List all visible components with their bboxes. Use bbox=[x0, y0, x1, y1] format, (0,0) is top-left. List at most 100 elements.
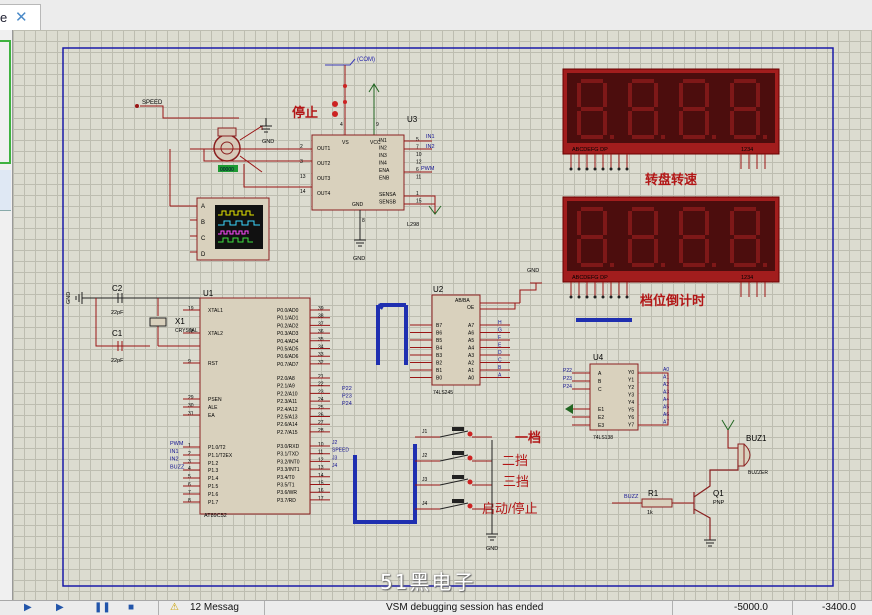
u1-pin-label: P0.6/AD6 bbox=[277, 354, 299, 360]
u1-pin-number: 35 bbox=[318, 337, 324, 343]
u1-pin-number: 27 bbox=[318, 420, 324, 426]
u1-pin-label: P2.1/A9 bbox=[277, 384, 295, 390]
step-icon[interactable]: ▶ bbox=[56, 602, 64, 613]
sheet-border bbox=[62, 47, 834, 587]
u2-part: 74LS245 bbox=[433, 390, 453, 396]
switch-lever bbox=[439, 478, 469, 486]
l298-ref: U3 bbox=[407, 115, 418, 124]
gear-label-3: 三挡 bbox=[503, 474, 529, 489]
u1-pin-number: 37 bbox=[318, 321, 324, 327]
seg bbox=[730, 83, 734, 107]
u4-pin-label: B bbox=[598, 379, 602, 385]
l298-vs: VS bbox=[342, 140, 349, 146]
l298-chip[interactable] bbox=[311, 134, 405, 211]
seg bbox=[756, 239, 760, 263]
u2-pin-label: A7 bbox=[468, 323, 474, 329]
u1-pin-label: P3.0/RXD bbox=[277, 444, 300, 450]
seg bbox=[683, 79, 705, 83]
u1-pin-label: P3.2/INT0 bbox=[277, 459, 300, 465]
gear-label-2: 二挡 bbox=[502, 453, 528, 468]
r1-resistor[interactable] bbox=[641, 498, 673, 508]
u1-p2-net: P24 bbox=[342, 401, 352, 407]
seg-dp bbox=[763, 135, 767, 139]
seg bbox=[628, 239, 632, 263]
u2-pin-label: A3 bbox=[468, 353, 474, 359]
switch-cap[interactable] bbox=[452, 451, 464, 455]
u2-chip[interactable] bbox=[431, 294, 481, 386]
u1-p3-net: J3 bbox=[332, 455, 338, 461]
motor-icon[interactable]: 00000 bbox=[213, 127, 241, 173]
device-list[interactable] bbox=[0, 170, 11, 211]
gnd-label-u2: GND bbox=[527, 268, 539, 274]
u4-part: 74LS138 bbox=[593, 435, 613, 441]
u1-p3-net: J2 bbox=[332, 440, 338, 446]
u2-pin-label: B3 bbox=[436, 353, 442, 359]
switch-cap[interactable] bbox=[452, 499, 464, 503]
l298-pin-label: ENA bbox=[379, 168, 390, 174]
buz1-ref: BUZ1 bbox=[746, 434, 767, 443]
schematic-tab[interactable]: e ✕ bbox=[0, 4, 41, 31]
gear-label-1: 一档 bbox=[515, 430, 541, 445]
play-icon[interactable]: ▶ bbox=[24, 602, 32, 613]
svg-text:CRYSTAL: CRYSTAL bbox=[175, 328, 198, 334]
close-icon[interactable]: ✕ bbox=[15, 9, 28, 26]
switch-ref: J2 bbox=[422, 453, 428, 459]
left-panel bbox=[0, 30, 13, 600]
seg bbox=[654, 111, 658, 135]
scope-channel-label: B bbox=[201, 220, 205, 226]
mcu-block: GND C2 22pF C1 22pF X1 CRYSTAL U1 AT89C5… bbox=[66, 284, 632, 524]
u2-pin-label: A4 bbox=[468, 346, 474, 352]
u2-net-label: D bbox=[498, 350, 502, 356]
seg bbox=[628, 111, 632, 135]
seg bbox=[628, 83, 632, 107]
u1-chip[interactable] bbox=[199, 297, 311, 515]
u1-pin-number: 17 bbox=[318, 496, 324, 502]
u4-pin-label: E2 bbox=[598, 415, 604, 421]
buzzer-icon[interactable] bbox=[737, 443, 751, 467]
seg-dp bbox=[712, 263, 716, 267]
u4-net-label: A2 bbox=[663, 382, 669, 388]
seg bbox=[683, 107, 705, 111]
u4-net-label: P23 bbox=[563, 376, 572, 382]
u4-pin-label: Y3 bbox=[628, 393, 634, 399]
u1-pin-label: PSEN bbox=[208, 397, 222, 403]
seg bbox=[756, 83, 760, 107]
status-text: VSM debugging session has ended bbox=[386, 602, 544, 613]
u1-pin-number: 2 bbox=[188, 451, 191, 457]
pin-dot bbox=[593, 295, 597, 299]
seg bbox=[730, 211, 734, 235]
c1-ref: C1 bbox=[112, 329, 123, 338]
l298-pin-number: 10 bbox=[416, 152, 422, 158]
u1-pin-label: P1.0/T2 bbox=[208, 445, 226, 451]
seg bbox=[705, 211, 709, 235]
speed-net-label: SPEED bbox=[142, 100, 163, 106]
u4-pin-label: E1 bbox=[598, 407, 604, 413]
u2-pin-label: B2 bbox=[436, 361, 442, 367]
switch-lever bbox=[439, 502, 469, 510]
messages-count[interactable]: 12 Messag bbox=[190, 602, 239, 613]
u1-pin-number: 34 bbox=[318, 345, 324, 351]
seg-dp bbox=[610, 263, 614, 267]
r1-net: BUZZ bbox=[624, 494, 639, 500]
seg bbox=[577, 211, 581, 235]
stop-icon[interactable]: ■ bbox=[128, 602, 135, 613]
gnd-label-l298: GND bbox=[353, 256, 365, 262]
u4-chip[interactable] bbox=[589, 363, 639, 431]
pause-icon[interactable]: ❚❚ bbox=[94, 602, 111, 613]
u1-pin-number: 28 bbox=[318, 428, 324, 434]
u1-pin-number: 6 bbox=[188, 482, 191, 488]
warning-icon[interactable]: ⚠ bbox=[170, 602, 179, 613]
switch-cap[interactable] bbox=[452, 475, 464, 479]
schematic-canvas[interactable]: SPEED 00000 GND (COM) 停止 U3 L298 bbox=[13, 30, 872, 600]
switch-cap[interactable] bbox=[452, 427, 464, 431]
svg-text:22pF: 22pF bbox=[111, 310, 124, 316]
seg bbox=[683, 263, 705, 267]
seg bbox=[683, 235, 705, 239]
u1-pin-label: P1.2 bbox=[208, 461, 219, 467]
oscilloscope[interactable]: ABCD bbox=[169, 149, 270, 261]
u4-pin-label: E3 bbox=[598, 423, 604, 429]
crystal[interactable] bbox=[149, 317, 167, 327]
l298-pin-label: IN2 bbox=[379, 146, 387, 152]
